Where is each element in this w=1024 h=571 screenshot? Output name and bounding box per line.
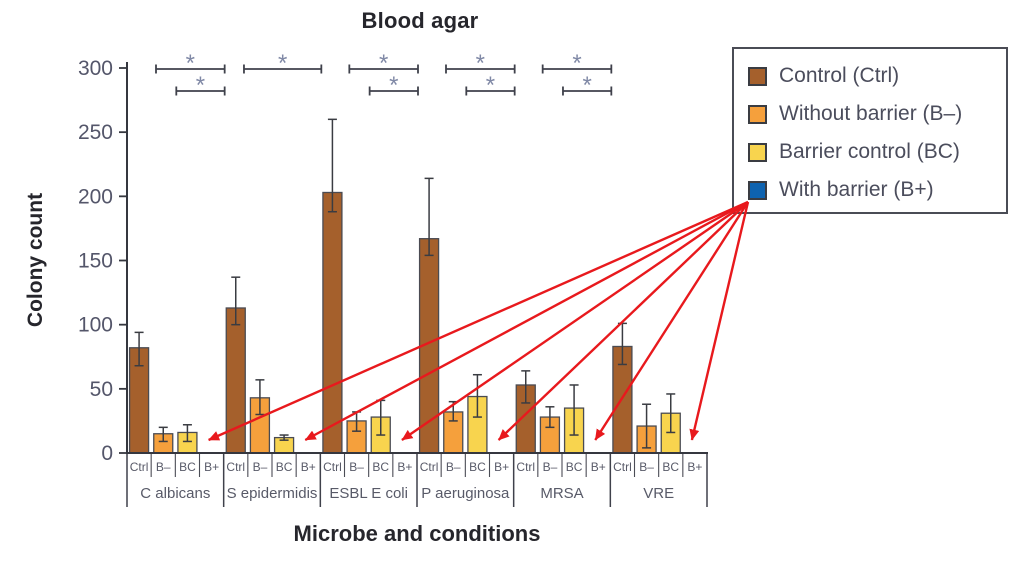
bar-C-albicans-2 [177, 431, 198, 454]
bar-C-albicans-1 [153, 433, 174, 454]
bar-MRSA-0 [515, 384, 536, 454]
condition-tick-label: BC [469, 460, 486, 474]
legend-item-with-barrier: With barrier (B+) [748, 171, 1006, 209]
condition-tick-label: BC [372, 460, 389, 474]
sig-asterisk: * [278, 50, 287, 77]
condition-tick-label: Ctrl [130, 460, 149, 474]
bar-P-aeruginosa-2 [467, 395, 488, 454]
condition-tick-label: B+ [494, 460, 509, 474]
condition-tick-label: B+ [397, 460, 412, 474]
chart-title: Blood agar [361, 8, 479, 33]
condition-tick-label: BC [179, 460, 196, 474]
legend-item-barrier-control: Barrier control (BC) [748, 133, 1006, 171]
barrier-arrow [304, 200, 749, 442]
condition-tick-label: B– [253, 460, 268, 474]
bar-S-epidermidis-1 [249, 397, 271, 454]
y-tick-label: 100 [78, 314, 113, 337]
group-label: C albicans [140, 485, 210, 502]
barrier-arrow [401, 201, 749, 441]
legend-label-without-barrier: Without barrier (B–) [779, 102, 963, 125]
condition-tick-label: Ctrl [516, 460, 535, 474]
sig-asterisk: * [582, 72, 591, 99]
group-label: ESBL E coli [329, 485, 408, 502]
bar-MRSA-2 [563, 407, 585, 454]
y-tick-label: 50 [90, 378, 113, 401]
sig-asterisk: * [379, 50, 388, 77]
bar-VRE-2 [660, 412, 681, 454]
legend-label-barrier-control: Barrier control (BC) [779, 140, 960, 163]
condition-tick-label: Ctrl [226, 460, 245, 474]
y-tick-label: 200 [78, 185, 113, 208]
sig-asterisk: * [476, 50, 485, 77]
bar-ESBL-E-coli-2 [370, 416, 391, 454]
barrier-arrow [497, 201, 749, 441]
bar-VRE-1 [636, 425, 657, 454]
condition-tick-label: B+ [301, 460, 316, 474]
legend-swatch-without-barrier [748, 104, 767, 124]
condition-tick-label: B+ [591, 460, 606, 474]
legend-item-without-barrier: Without barrier (B–) [748, 95, 1006, 133]
condition-tick-label: B– [349, 460, 364, 474]
sig-asterisk: * [196, 72, 205, 99]
bar-P-aeruginosa-0 [418, 238, 440, 454]
condition-tick-label: B– [543, 460, 558, 474]
condition-tick-label: B+ [687, 460, 702, 474]
y-tick-label: 300 [78, 57, 113, 80]
condition-tick-label: BC [566, 460, 583, 474]
y-axis-title: Colony count [24, 192, 47, 328]
condition-tick-label: B– [156, 460, 171, 474]
sig-asterisk: * [486, 72, 495, 99]
legend-label-with-barrier: With barrier (B+) [779, 178, 934, 201]
condition-tick-label: B– [639, 460, 654, 474]
condition-tick-label: Ctrl [420, 460, 439, 474]
bar-MRSA-1 [539, 416, 561, 454]
barrier-arrow [208, 200, 749, 442]
sig-asterisk: * [186, 50, 195, 77]
bar-S-epidermidis-2 [273, 436, 295, 454]
group-label: MRSA [540, 485, 583, 502]
condition-tick-label: Ctrl [323, 460, 342, 474]
group-label: S epidermidis [227, 485, 318, 502]
y-tick-label: 0 [101, 442, 113, 465]
barrier-arrow [689, 201, 750, 441]
y-tick-label: 150 [78, 250, 113, 273]
bar-ESBL-E-coli-0 [322, 191, 343, 454]
barrier-arrow [594, 201, 750, 441]
legend-swatch-control [748, 66, 767, 86]
group-label: P aeruginosa [421, 485, 510, 502]
bar-C-albicans-0 [128, 347, 150, 454]
condition-tick-label: BC [276, 460, 293, 474]
bar-P-aeruginosa-1 [443, 411, 464, 454]
legend: Control (Ctrl) Without barrier (B–) Barr… [732, 47, 1008, 214]
y-tick-label: 250 [78, 121, 113, 144]
x-axis-title: Microbe and conditions [293, 521, 541, 546]
legend-swatch-barrier-control [748, 142, 767, 162]
bar-ESBL-E-coli-1 [346, 420, 367, 454]
condition-tick-label: B– [446, 460, 461, 474]
legend-swatch-with-barrier [748, 180, 767, 200]
legend-item-control: Control (Ctrl) [748, 57, 1006, 95]
condition-tick-label: Ctrl [613, 460, 632, 474]
sig-asterisk: * [572, 50, 581, 77]
condition-tick-label: B+ [204, 460, 219, 474]
sig-asterisk: * [389, 72, 398, 99]
group-label: VRE [643, 485, 674, 502]
legend-label-control: Control (Ctrl) [779, 64, 900, 87]
condition-tick-label: BC [662, 460, 679, 474]
bar-S-epidermidis-0 [225, 307, 246, 454]
bar-VRE-0 [612, 345, 633, 454]
